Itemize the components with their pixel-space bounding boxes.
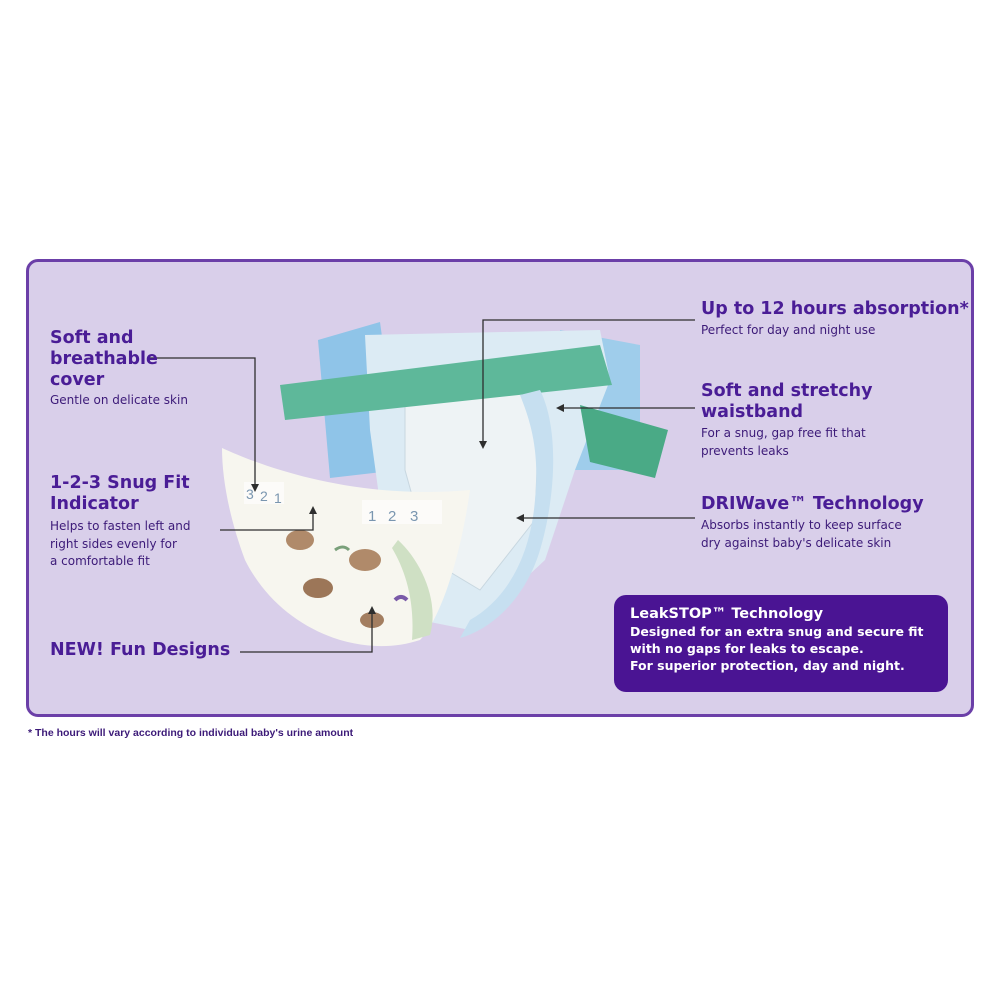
- arrow-head: [309, 506, 317, 514]
- leakstop-box: LeakSTOP™ Technology Designed for an ext…: [614, 595, 948, 692]
- callout-line-designs: [240, 610, 373, 653]
- sloth-doodle: [303, 578, 333, 598]
- leg-cuff-right: [460, 390, 554, 638]
- desc-line: For superior protection, day and night.: [630, 658, 905, 673]
- fit-number: 3: [410, 508, 418, 525]
- waistband-title: Soft and stretchy waistband: [701, 381, 872, 423]
- heart-doodle: [393, 595, 409, 602]
- fit-strip-right: [362, 500, 442, 524]
- desc-line: prevents leaks: [701, 443, 789, 458]
- desc-line: dry against baby's delicate skin: [701, 535, 892, 550]
- waistband-desc: For a snug, gap free fit that prevents l…: [701, 425, 866, 460]
- arrow-head: [368, 606, 376, 614]
- fit-number: 2: [260, 488, 268, 504]
- desc-line: Designed for an extra snug and secure fi…: [630, 624, 924, 639]
- arrow-head: [516, 514, 524, 522]
- fit-number: 1: [274, 490, 282, 506]
- desc-line: For a snug, gap free fit that: [701, 426, 866, 440]
- desc-line: right sides evenly for: [50, 536, 177, 551]
- green-stripe-top: [280, 345, 612, 420]
- arrow-head: [479, 441, 487, 449]
- title-line: waistband: [701, 402, 804, 422]
- leakstop-title: LeakSTOP™ Technology: [630, 606, 824, 622]
- title-line: Soft and: [50, 328, 134, 348]
- leaf-doodle: [334, 545, 351, 552]
- desc-line: Helps to fasten left and: [50, 519, 191, 533]
- green-tab-right: [580, 405, 668, 478]
- front-side-band: [392, 540, 433, 640]
- snug-fit-desc: Helps to fasten left and right sides eve…: [50, 518, 190, 571]
- driwave-title: DRIWave™ Technology: [701, 494, 924, 514]
- absorption-desc: Perfect for day and night use: [701, 323, 876, 337]
- sloth-doodle: [286, 530, 314, 550]
- leakstop-desc: Designed for an extra snug and secure fi…: [630, 623, 932, 674]
- callout-line-fit: [220, 510, 314, 531]
- soft-cover-desc: Gentle on delicate skin: [50, 393, 188, 407]
- desc-line: a comfortable fit: [50, 554, 150, 568]
- snug-fit-title: 1-2-3 Snug Fit Indicator: [50, 473, 190, 515]
- callout-line-absorption: [482, 319, 695, 445]
- desc-line: with no gaps for leaks to escape.: [630, 641, 864, 656]
- driwave-desc: Absorbs instantly to keep surface dry ag…: [701, 517, 902, 552]
- fit-number: 1: [368, 508, 376, 525]
- desc-line: Absorbs instantly to keep surface: [701, 518, 902, 532]
- sloth-doodle: [349, 549, 381, 571]
- title-line: Indicator: [50, 494, 139, 514]
- fun-designs-title: NEW! Fun Designs: [50, 640, 231, 660]
- arrow-head: [251, 484, 259, 492]
- footnote: * The hours will vary according to indiv…: [28, 727, 354, 739]
- absorption-title: Up to 12 hours absorption*: [701, 299, 969, 319]
- callout-line-cover: [147, 357, 256, 488]
- fit-number: 3: [246, 486, 254, 502]
- title-line: Soft and stretchy: [701, 381, 873, 401]
- soft-cover-title: Soft and breathable cover: [50, 328, 158, 391]
- arrow-head: [556, 404, 564, 412]
- title-line: 1-2-3 Snug Fit: [50, 473, 190, 493]
- title-line: breathable: [50, 349, 158, 369]
- title-line: cover: [50, 370, 105, 390]
- fit-number: 2: [388, 508, 396, 525]
